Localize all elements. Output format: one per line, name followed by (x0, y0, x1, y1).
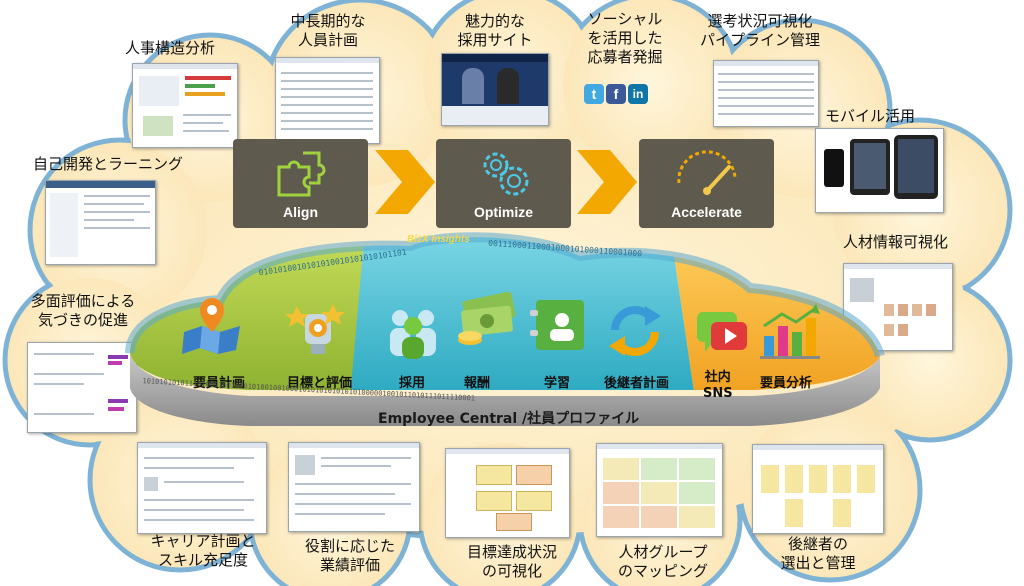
label-role-eval: 役割に応じた業績評価 (304, 537, 395, 574)
label-social-recruiting: ソーシャルを活用した応募者発掘 (587, 10, 663, 66)
insights-label: BizX Insights (407, 234, 470, 245)
label-pipeline: 選考状況可視化パイプライン管理 (699, 12, 820, 49)
stage-label-accelerate: Accelerate (671, 204, 742, 220)
label-hr-structure: 人事構造分析 (125, 39, 216, 57)
label-self-dev: 自己開発とラーニング (33, 155, 184, 173)
stage-accelerate: Accelerate (639, 139, 774, 228)
money-icon (458, 292, 516, 345)
module-workforce-planning: 要員計画 (193, 376, 246, 391)
module-recruiting: 採用 (399, 376, 426, 391)
label-talent-info: 人材情報可視化 (843, 233, 949, 251)
label-talent-group: 人材グループのマッピング (617, 543, 708, 580)
thumbnail-multi-rater (27, 342, 137, 433)
thumbnail-goal-vis (445, 448, 570, 538)
linkedin-icon: in (628, 84, 648, 104)
stage-align: Align (233, 139, 368, 228)
module-succession: 後継者計画 (604, 376, 670, 391)
module-learning: 学習 (544, 376, 571, 391)
speedometer-icon (677, 150, 737, 195)
people-icon (390, 310, 436, 359)
label-multi-rater: 多面評価による気づきの促進 (30, 292, 136, 329)
thumbnail-career (137, 442, 267, 534)
platform-base-label: Employee Central /社員プロファイル (378, 411, 640, 427)
thumbnail-talent-group (596, 443, 723, 537)
map-pin-icon (182, 298, 240, 354)
thumbnail-recruiting-site (441, 53, 549, 126)
thumbnail-successor (752, 444, 884, 534)
stage-label-optimize: Optimize (473, 204, 534, 220)
twitter-icon: t (584, 84, 604, 104)
chat-video-icon (697, 312, 747, 352)
thumbnail-mobile (815, 128, 944, 213)
label-goal-vis: 目標達成状況の可視化 (466, 543, 557, 580)
stage-optimize: Optimize (436, 139, 571, 228)
thumbnail-pipeline (713, 60, 819, 127)
thumbnail-hr-structure (132, 63, 238, 148)
bar-chart-icon (760, 304, 820, 359)
trophy-target-icon (285, 304, 345, 354)
label-recruiting-site: 魅力的な採用サイト (457, 12, 533, 49)
refresh-arrows-icon (609, 306, 661, 356)
stage-label-align: Align (283, 204, 318, 220)
thumbnail-role-eval (288, 442, 420, 532)
puzzle-icon (277, 151, 326, 197)
module-workforce-analytics: 要員分析 (760, 376, 813, 391)
label-successor: 後継者の選出と管理 (780, 535, 856, 572)
label-workforce-plan: 中長期的な人員計画 (290, 12, 366, 49)
gears-icon (483, 152, 529, 196)
facebook-icon: f (606, 84, 626, 104)
module-goals-performance: 目標と評価 (287, 376, 353, 391)
thumbnail-self-dev (45, 180, 156, 265)
label-mobile: モバイル活用 (825, 107, 916, 125)
profile-card-icon (530, 300, 584, 350)
module-compensation: 報酬 (464, 376, 491, 391)
thumbnail-workforce-plan (275, 57, 380, 144)
label-career: キャリア計画とスキル充足度 (150, 532, 256, 569)
